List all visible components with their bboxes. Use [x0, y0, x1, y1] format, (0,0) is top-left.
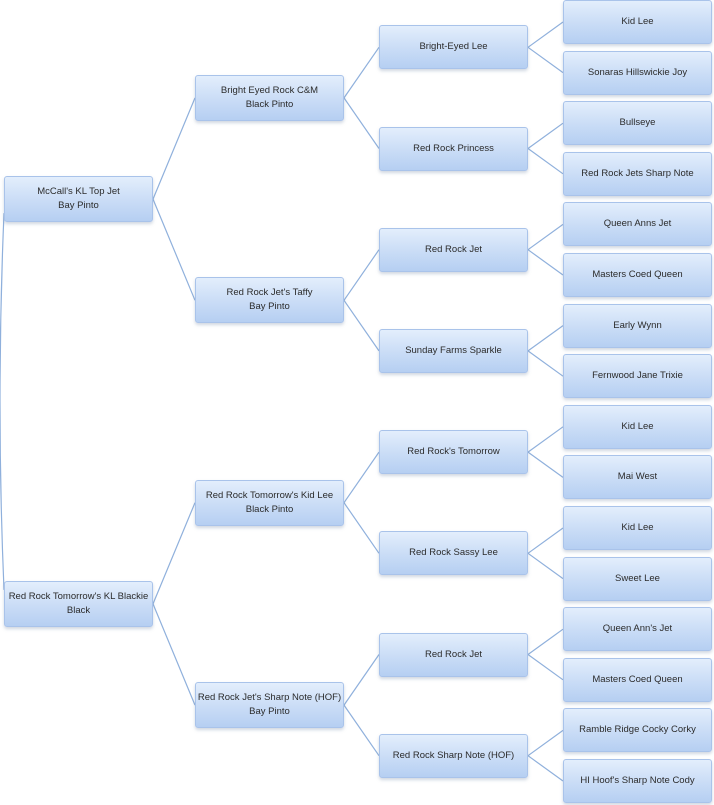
- horse-name: Queen Anns Jet: [603, 218, 672, 230]
- horse-name: Bullseye: [619, 117, 656, 129]
- connector-line: [527, 122, 564, 149]
- horse-name: Sunday Farms Sparkle: [405, 344, 502, 356]
- great-grandparent-box: Kid Lee: [563, 404, 712, 449]
- horse-name: Red Rock Tomorrow's Kid Lee: [205, 489, 334, 501]
- great-grandparent-box: Kid Lee: [563, 0, 712, 44]
- horse-name: Masters Coed Queen: [592, 673, 683, 685]
- connector-line: [527, 654, 564, 681]
- horse-name: Bright Eyed Rock C&M: [220, 84, 319, 96]
- grandparent-box: Red Rock Sassy Lee: [379, 531, 528, 576]
- connector-line: [152, 502, 196, 605]
- horse-color: Bay Pinto: [249, 706, 290, 718]
- horse-name: Kid Lee: [621, 522, 654, 533]
- connector-line: [527, 46, 564, 74]
- root-bracket-line: [0, 213, 5, 590]
- horse-name: Red Rock Princess: [413, 142, 494, 154]
- connector-line: [152, 603, 196, 706]
- horse-name: Kid Lee: [621, 420, 654, 432]
- horse-name: Red Rock Jet: [424, 243, 483, 255]
- connector-line: [152, 198, 196, 301]
- great-grandparent-box: HI Hoof's Sharp Note Cody: [563, 759, 712, 803]
- horse-name: HI Hoof's Sharp Note Cody: [580, 775, 695, 786]
- great-grandparent-box: Bullseye: [563, 101, 712, 146]
- sire-dam-parent-box: Bright Eyed Rock C&M Black Pinto: [195, 74, 344, 121]
- horse-name: Red Rock Tomorrow's KL Blackie: [8, 590, 149, 602]
- grandparent-box: Red Rock Sharp Note (HOF): [379, 733, 528, 778]
- great-grandparent-box: Kid Lee: [563, 506, 712, 550]
- horse-color: Black Pinto: [245, 503, 294, 515]
- horse-name: Sonaras Hillswickie Joy: [587, 66, 688, 78]
- horse-name: Red Rock Sassy Lee: [409, 547, 498, 559]
- grandparent-box: Sunday Farms Sparkle: [379, 328, 528, 373]
- grandparent-box: Red Rock's Tomorrow: [379, 430, 528, 475]
- connector-line: [527, 350, 564, 377]
- connector-line: [527, 729, 564, 757]
- horse-name: Fernwood Jane Trixie: [592, 370, 683, 382]
- great-grandparent-box: Queen Ann's Jet: [563, 607, 712, 652]
- connector-line: [343, 654, 380, 706]
- horse-name: Red Rock's Tomorrow: [407, 446, 500, 458]
- connector-line: [152, 97, 196, 200]
- connector-line: [527, 21, 564, 48]
- great-grandparent-box: Ramble Ridge Cocky Corky: [563, 708, 712, 753]
- horse-name: Red Rock Jet: [424, 648, 483, 660]
- connector-line: [343, 299, 380, 352]
- great-grandparent-box: Sonaras Hillswickie Joy: [563, 50, 712, 95]
- connector-line: [343, 502, 380, 554]
- connector-line: [527, 249, 564, 276]
- grandparent-box: Red Rock Princess: [379, 126, 528, 171]
- connector-line: [343, 451, 380, 504]
- horse-name: Masters Coed Queen: [592, 269, 683, 280]
- horse-name: Ramble Ridge Cocky Corky: [579, 724, 696, 736]
- connector-line: [527, 552, 564, 580]
- great-grandparent-box: Queen Anns Jet: [563, 202, 712, 247]
- horse-name: Sweet Lee: [615, 572, 660, 584]
- connector-line: [343, 97, 380, 149]
- great-grandparent-box: Early Wynn: [563, 303, 712, 348]
- great-grandparent-box: Fernwood Jane Trixie: [563, 354, 712, 399]
- horse-color: Bay Pinto: [58, 200, 99, 212]
- connector-line: [527, 755, 564, 782]
- connector-line: [343, 249, 380, 301]
- connector-line: [527, 426, 564, 453]
- great-grandparent-box: Masters Coed Queen: [563, 657, 712, 702]
- horse-name: Red Rock Jets Sharp Note: [581, 167, 694, 179]
- connector-line: [343, 704, 380, 757]
- connector-line: [527, 628, 564, 655]
- great-grandparent-box: Sweet Lee: [563, 556, 712, 601]
- connector-line: [527, 148, 564, 175]
- horse-color: Black Pinto: [245, 98, 294, 110]
- horse-name: Mai West: [617, 471, 658, 483]
- horse-name: Kid Lee: [621, 16, 654, 27]
- horse-name: Red Rock Sharp Note (HOF): [392, 749, 515, 761]
- connector-line: [527, 451, 564, 478]
- horse-name: Early Wynn: [613, 319, 662, 331]
- horse-name: Red Rock Jet's Taffy: [226, 287, 313, 299]
- great-grandparent-box: Masters Coed Queen: [563, 253, 712, 297]
- connector-line: [527, 527, 564, 554]
- horse-color: Bay Pinto: [249, 301, 290, 313]
- grandparent-box: Red Rock Jet: [379, 227, 528, 272]
- connector-line: [527, 325, 564, 352]
- connector-line: [527, 223, 564, 251]
- great-grandparent-box: Red Rock Jets Sharp Note: [563, 151, 712, 196]
- horse-name: McCall's KL Top Jet: [37, 186, 120, 198]
- grandparent-box: Red Rock Jet: [379, 632, 528, 677]
- connector-line: [343, 46, 380, 99]
- grandparent-box: Bright-Eyed Lee: [379, 25, 528, 70]
- horse-name: Red Rock Jet's Sharp Note (HOF): [197, 692, 342, 704]
- horse-name: Bright-Eyed Lee: [419, 41, 488, 53]
- horse-name: Queen Ann's Jet: [602, 623, 673, 635]
- horse-color: Black: [66, 604, 91, 616]
- sire-dam-parent-box: Red Rock Jet's Sharp Note (HOF) Bay Pinto: [195, 682, 344, 729]
- great-grandparent-box: Mai West: [563, 455, 712, 500]
